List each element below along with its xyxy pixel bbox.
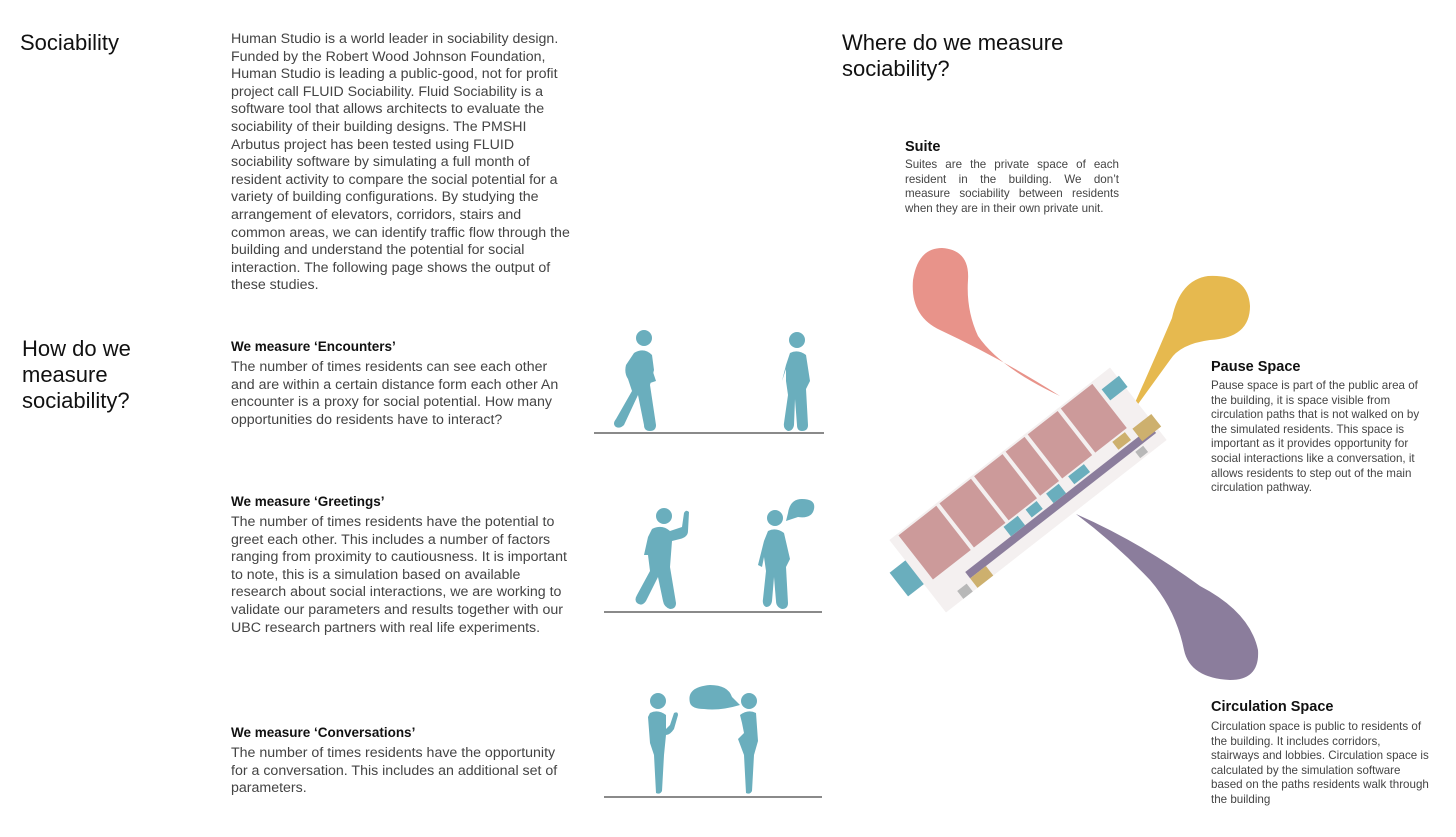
how-title: How do we measure sociability? [22, 336, 131, 413]
circulation-callout-shape [1076, 514, 1259, 680]
circulation-text: Circulation space is public to residents… [1211, 720, 1429, 806]
greetings-block: We measure ‘Greetings’ The number of tim… [231, 494, 571, 637]
encounters-illustration [594, 330, 824, 434]
pause-callout-shape [1128, 275, 1250, 418]
building-floorplan [889, 367, 1167, 613]
conversations-heading: We measure ‘Conversations’ [231, 725, 416, 740]
circulation-heading: Circulation Space [1211, 699, 1334, 715]
speech-bubble-icon [689, 685, 740, 710]
walking-person-icon [614, 330, 656, 431]
conversations-text: The number of times residents have the o… [231, 745, 558, 797]
standing-person-icon [782, 332, 810, 431]
suite-block: Suite Suites are the private space of ea… [905, 139, 1119, 216]
talking-person-right-icon [738, 693, 758, 794]
encounters-heading: We measure ‘Encounters’ [231, 339, 396, 354]
talking-person-left-icon [648, 693, 678, 794]
greetings-text: The number of times residents have the p… [231, 514, 567, 636]
suite-text: Suites are the private space of each res… [905, 158, 1119, 215]
pause-text: Pause space is part of the public area o… [1211, 379, 1420, 495]
speech-bubble-icon [786, 499, 815, 521]
sociability-title: Sociability [20, 30, 120, 55]
encounters-text: The number of times residents can see ea… [231, 359, 559, 428]
suite-units [898, 383, 1127, 580]
where-title: Where do we measure sociability? [842, 30, 1064, 81]
conversations-block: We measure ‘Conversations’ The number of… [231, 725, 561, 798]
pause-block: Pause Space Pause space is part of the p… [1211, 359, 1426, 496]
corridor [965, 426, 1157, 579]
encounters-block: We measure ‘Encounters’ The number of ti… [231, 339, 571, 429]
waving-person-icon [635, 508, 689, 609]
conversations-illustration [604, 685, 822, 798]
greetings-illustration [604, 499, 822, 613]
suite-callout-shape [912, 248, 1060, 396]
sociability-intro: Human Studio is a world leader in sociab… [231, 31, 570, 294]
speaking-person-icon [758, 510, 790, 609]
circulation-block: Circulation Space Circulation space is p… [1211, 699, 1429, 808]
pause-heading: Pause Space [1211, 359, 1301, 375]
greetings-heading: We measure ‘Greetings’ [231, 494, 385, 509]
suite-heading: Suite [905, 139, 941, 155]
building-plan-diagram [889, 248, 1259, 680]
